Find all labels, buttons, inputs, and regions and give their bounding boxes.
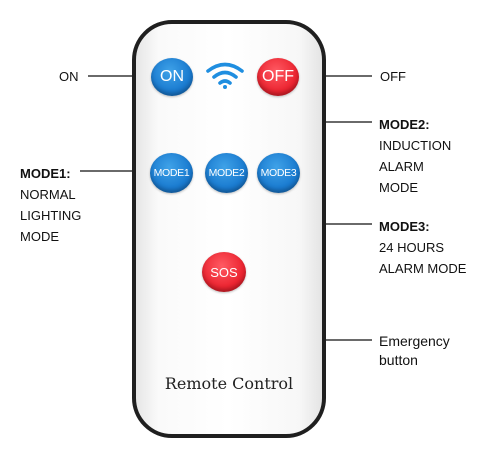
mode2-callout-title: MODE2: xyxy=(379,117,430,132)
sos-button[interactable]: SOS xyxy=(202,252,246,292)
mode2-callout-line: MODE xyxy=(379,180,418,195)
mode3-callout-line: 24 HOURS xyxy=(379,240,445,255)
sos-callout-line: button xyxy=(379,352,418,368)
mode1-callout: MODE1: NORMAL LIGHTING MODE xyxy=(20,163,81,247)
mode2-button[interactable]: MODE2 xyxy=(205,153,248,193)
off-callout: OFF xyxy=(380,66,406,87)
on-button[interactable]: ON xyxy=(151,58,193,96)
mode3-button[interactable]: MODE3 xyxy=(257,153,300,193)
mode2-callout: MODE2: INDUCTION ALARM MODE xyxy=(379,114,451,198)
off-callout-label: OFF xyxy=(380,69,406,84)
remote-control-label: Remote Control xyxy=(164,374,294,393)
sos-callout: Emergency button xyxy=(379,332,450,370)
mode1-callout-line: MODE xyxy=(20,229,59,244)
mode1-callout-line: NORMAL xyxy=(20,187,76,202)
sos-callout-line: Emergency xyxy=(379,333,450,349)
mode2-callout-line: INDUCTION xyxy=(379,138,452,153)
mode1-button[interactable]: MODE1 xyxy=(150,153,193,193)
mode3-callout-title: MODE3: xyxy=(379,219,430,234)
mode1-callout-title: MODE1: xyxy=(20,166,71,181)
mode1-callout-line: LIGHTING xyxy=(20,208,82,223)
on-callout: ON xyxy=(59,66,79,87)
mode3-callout: MODE3: 24 HOURS ALARM MODE xyxy=(379,216,466,279)
off-button[interactable]: OFF xyxy=(257,58,299,96)
on-callout-label: ON xyxy=(59,69,79,84)
mode2-callout-line: ALARM xyxy=(379,159,424,174)
mode3-callout-line: ALARM MODE xyxy=(379,261,467,276)
wifi-icon xyxy=(206,62,244,89)
